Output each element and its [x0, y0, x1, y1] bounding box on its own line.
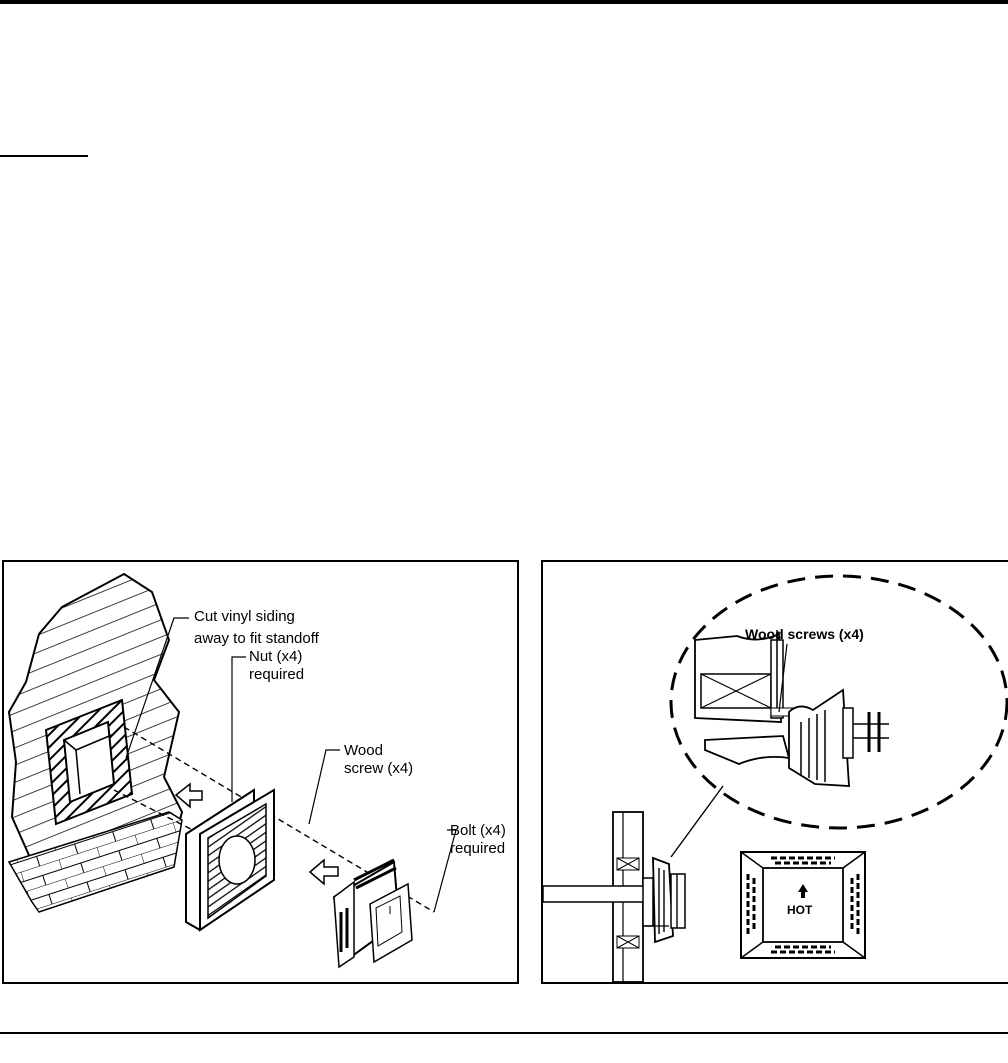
detail-callout-ellipse: [669, 574, 1008, 830]
brick-base: [7, 811, 183, 913]
wall-opening: [62, 720, 116, 804]
label-hot: HOT: [787, 903, 813, 917]
figure-wood-screws-detail: Wood screws (x4) HOT: [541, 560, 1008, 984]
top-rule: [0, 0, 1008, 4]
arrow-left-icon: [308, 858, 339, 886]
label-cut-siding-line2: away to fit standoff: [194, 630, 319, 647]
label-bolt-line2: required: [450, 840, 506, 857]
label-wood-screw-line2: screw (x4): [344, 760, 414, 777]
label-nut-line1: Nut (x4): [249, 648, 303, 665]
bottom-rule: [0, 1032, 1008, 1034]
label-nut-line2: required: [249, 666, 305, 683]
vent-front-view: [740, 851, 866, 959]
arrow-up-icon: [798, 884, 808, 898]
standoff-hole: [218, 835, 256, 885]
vent-termination: [332, 858, 413, 969]
label-bolt-line1: Bolt (x4): [450, 822, 506, 839]
arrow-left-icon: [174, 782, 203, 809]
figure-vinyl-siding-installation: Cut vinyl siding away to fit standoff Nu…: [2, 560, 519, 984]
label-cut-siding-line1: Cut vinyl siding: [194, 608, 295, 625]
label-wood-screw-line1: Wood: [344, 742, 383, 759]
siding-illustration: [7, 572, 457, 969]
wall-section-side-view: [543, 811, 686, 982]
detail-illustration: [543, 574, 1008, 982]
label-wood-screws: Wood screws (x4): [745, 626, 864, 642]
heading-underline: [0, 155, 88, 157]
